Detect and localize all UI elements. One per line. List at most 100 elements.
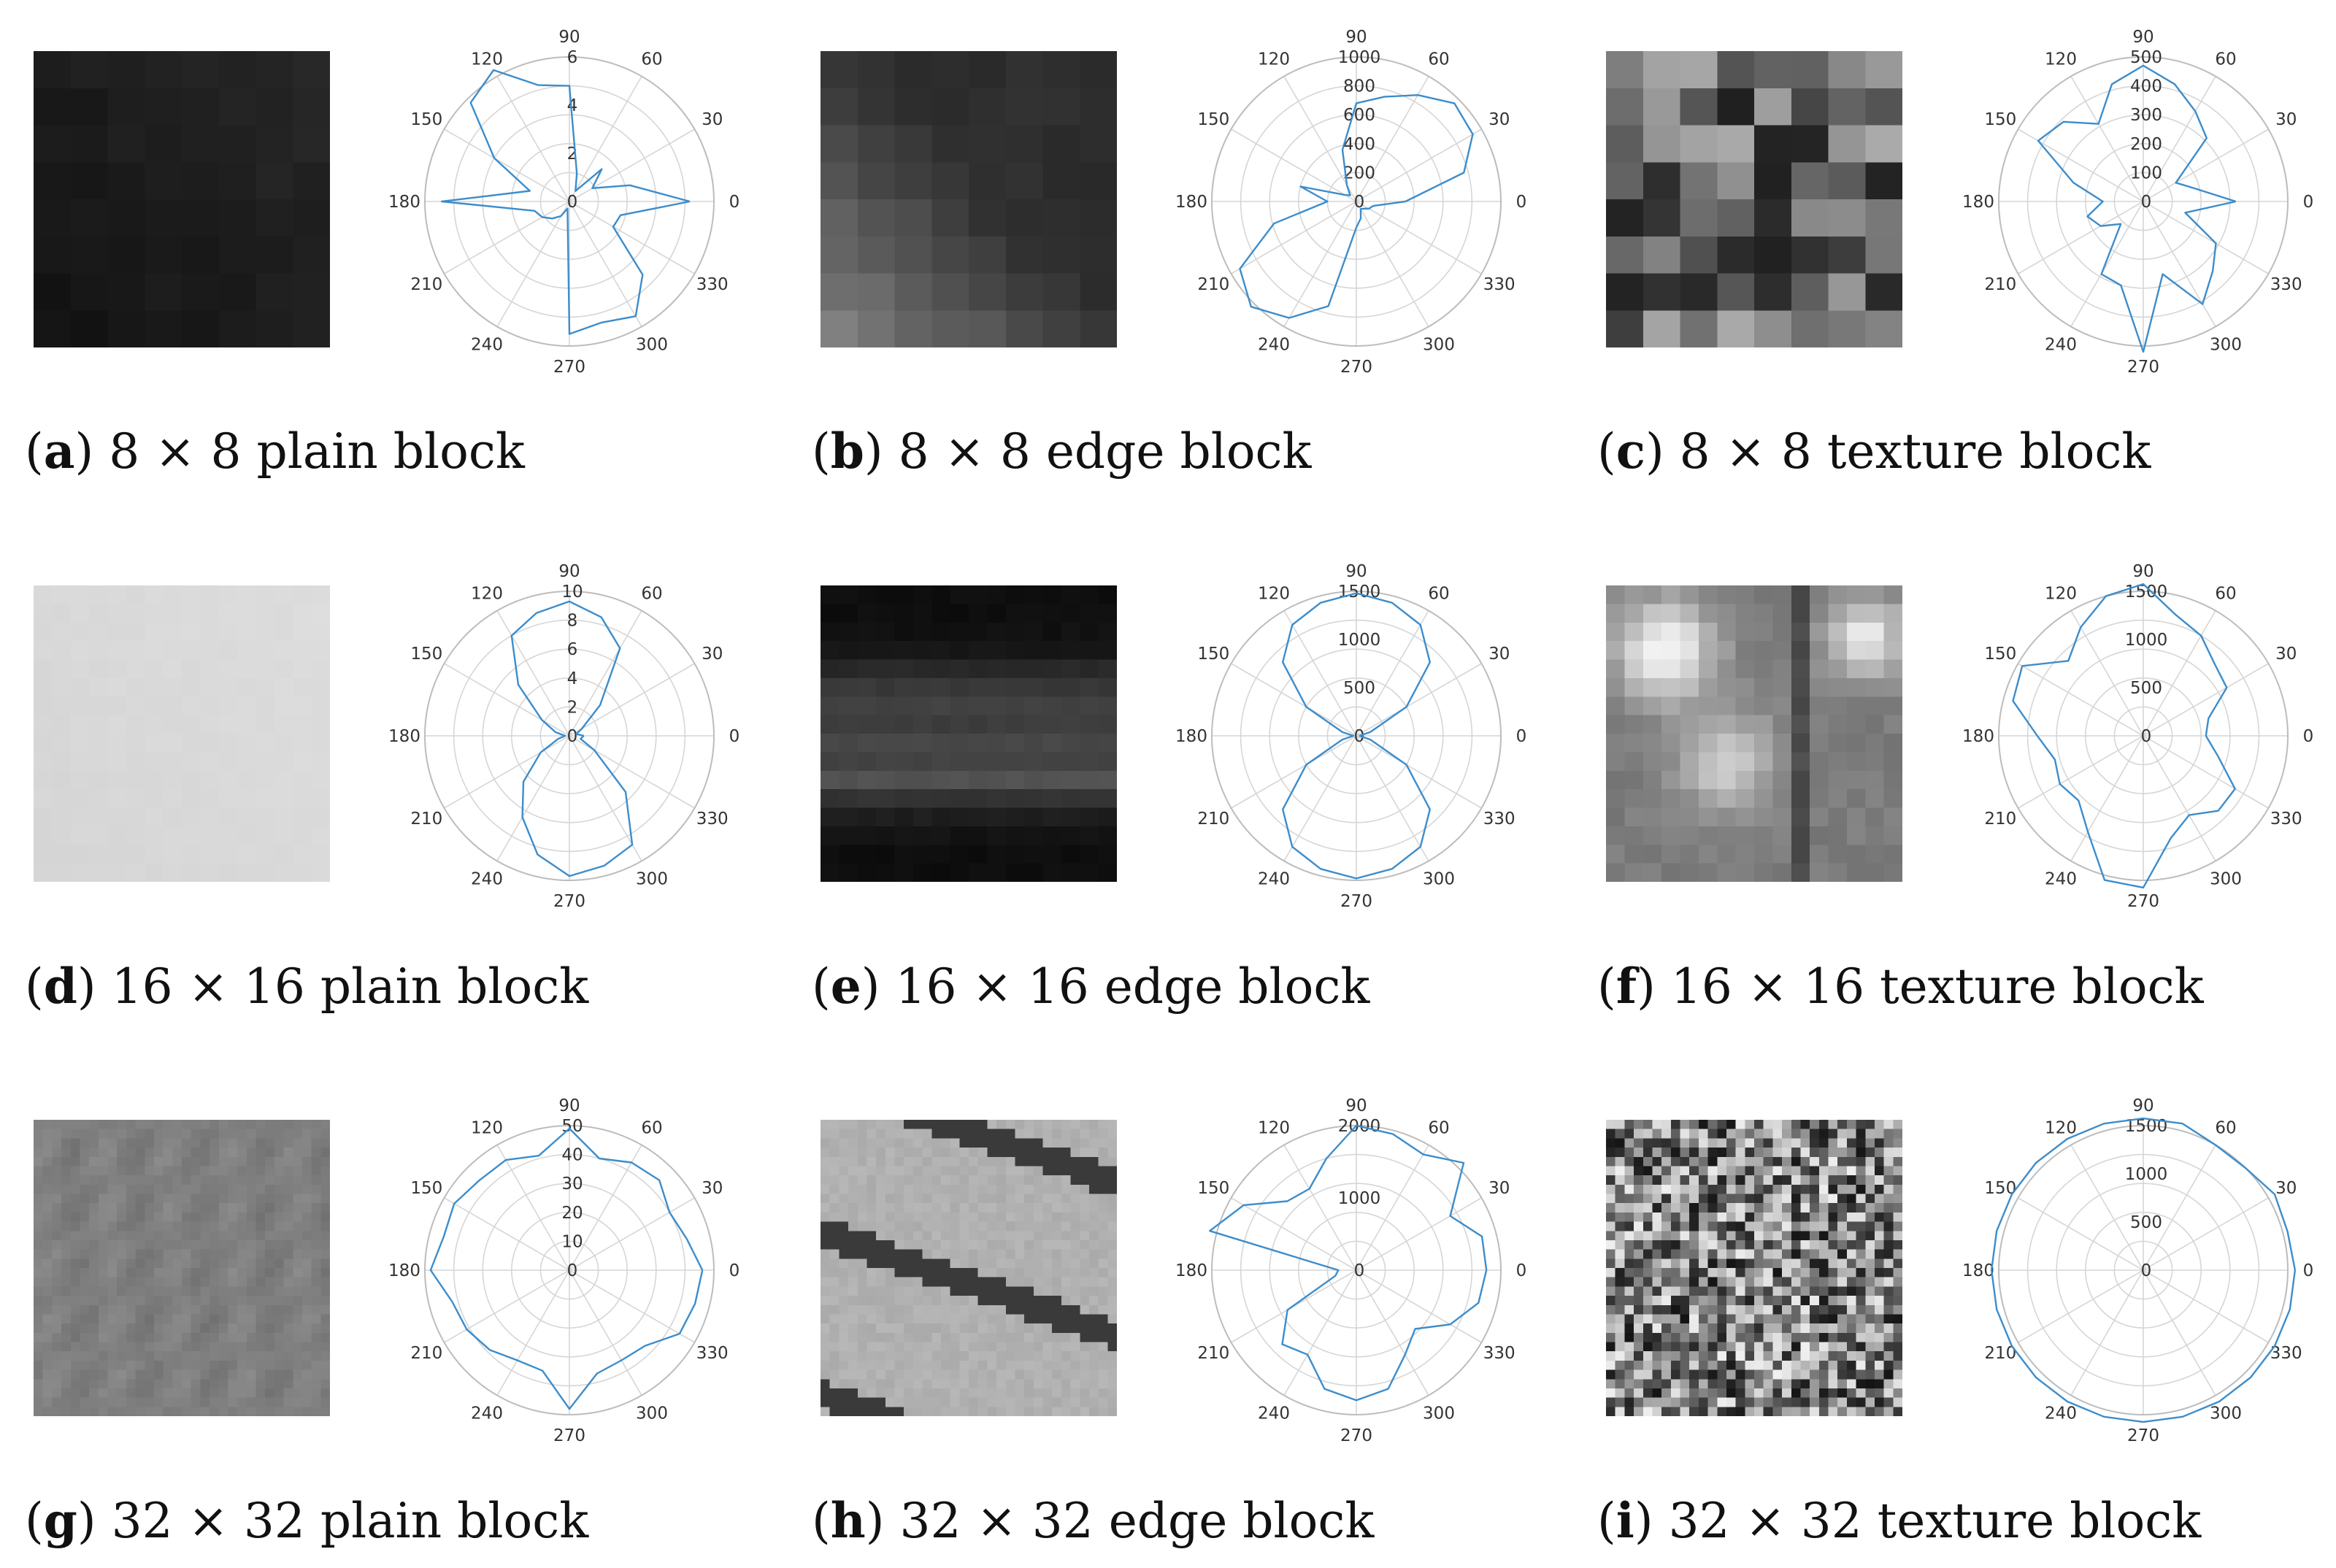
block-pixel xyxy=(1624,1342,1634,1352)
block-pixel xyxy=(1670,1203,1680,1213)
block-pixel xyxy=(1893,1156,1902,1167)
block-pixel xyxy=(1033,1175,1043,1185)
block-pixel xyxy=(200,1203,210,1213)
block-pixel xyxy=(34,752,53,772)
block-pixel xyxy=(1837,1369,1848,1380)
block-pixel xyxy=(34,604,53,623)
block-pixel xyxy=(1680,1194,1690,1204)
block-pixel xyxy=(1652,1268,1662,1277)
block-pixel xyxy=(228,1407,238,1416)
block-pixel xyxy=(70,1184,80,1194)
block-pixel xyxy=(959,1194,969,1204)
block-pixel xyxy=(283,1277,293,1287)
block-pixel xyxy=(126,1277,136,1287)
block-pixel xyxy=(931,1258,942,1269)
block-pixel xyxy=(922,1379,932,1389)
block-pixel xyxy=(1661,1129,1672,1139)
block-pixel xyxy=(821,1286,830,1296)
block-pixel xyxy=(107,199,146,237)
block-pixel xyxy=(940,1148,950,1158)
block-pixel xyxy=(70,236,109,274)
block-pixel xyxy=(1107,1184,1117,1194)
block-pixel xyxy=(182,199,220,237)
block-pixel xyxy=(1846,1360,1856,1370)
block-pixel xyxy=(117,1314,127,1324)
r-tick-label: 20 xyxy=(561,1204,583,1223)
block-pixel xyxy=(1052,1120,1062,1129)
block-pixel xyxy=(987,1156,997,1167)
block-pixel xyxy=(1846,1323,1856,1334)
block-pixel xyxy=(256,604,275,623)
block-pixel xyxy=(163,1138,173,1148)
block-pixel xyxy=(931,1351,942,1361)
block-pixel xyxy=(182,1175,191,1185)
block-pixel xyxy=(301,1323,312,1334)
block-pixel xyxy=(246,1212,256,1222)
block-pixel xyxy=(61,1258,72,1269)
polar-outer-ring xyxy=(424,591,715,881)
block-pixel xyxy=(52,1360,62,1370)
angular-gridline xyxy=(496,1145,570,1271)
block-pixel xyxy=(1033,1203,1043,1213)
block-pixel xyxy=(867,1388,877,1398)
block-pixel xyxy=(1080,1314,1090,1324)
block-pixel xyxy=(274,1314,284,1324)
block-pixel xyxy=(42,1286,53,1296)
block-pixel xyxy=(80,1203,90,1213)
block-pixel xyxy=(237,1286,247,1296)
angular-gridline xyxy=(2070,1269,2144,1396)
block-pixel xyxy=(1698,1148,1708,1158)
block-pixel xyxy=(126,1332,136,1342)
block-pixel xyxy=(1846,845,1866,864)
block-pixel xyxy=(34,1369,43,1380)
block-pixel xyxy=(1080,770,1099,790)
block-pixel xyxy=(867,1148,877,1158)
block-pixel xyxy=(274,1221,284,1231)
block-pixel xyxy=(950,1129,960,1139)
block-pixel xyxy=(950,1268,960,1277)
block-pixel xyxy=(191,1120,201,1129)
block-pixel xyxy=(311,1342,321,1352)
block-pixel xyxy=(191,1203,201,1213)
block-pixel xyxy=(52,1203,62,1213)
block-pixel xyxy=(1772,1277,1783,1287)
block-pixel xyxy=(821,1360,830,1370)
block-pixel xyxy=(191,1184,201,1194)
block-pixel xyxy=(293,1148,303,1158)
block-pixel xyxy=(1098,622,1117,642)
block-pixel xyxy=(1107,1268,1117,1277)
block-pixel xyxy=(839,770,858,790)
block-pixel xyxy=(182,622,201,642)
block-pixel xyxy=(867,1138,877,1148)
block-pixel xyxy=(1024,770,1044,790)
block-pixel xyxy=(1680,1323,1690,1334)
block-pixel xyxy=(1070,1342,1080,1352)
block-pixel xyxy=(61,1332,72,1342)
block-pixel xyxy=(1865,845,1885,864)
block-pixel xyxy=(135,1369,145,1380)
block-pixel xyxy=(1015,1323,1025,1334)
block-pixel xyxy=(1782,1268,1792,1277)
block-pixel xyxy=(52,1194,62,1204)
block-pixel xyxy=(1088,1240,1099,1250)
theta-tick-label: 210 xyxy=(410,810,442,829)
block-pixel xyxy=(1042,789,1062,809)
block-pixel xyxy=(969,622,988,642)
block-pixel xyxy=(293,1314,303,1324)
block-pixel xyxy=(228,1323,238,1334)
block-pixel xyxy=(283,1304,293,1315)
block-pixel xyxy=(182,273,220,312)
block-pixel xyxy=(931,715,951,734)
block-pixel xyxy=(904,1296,914,1306)
theta-tick-label: 60 xyxy=(641,1118,662,1137)
block-pixel xyxy=(1717,604,1737,623)
block-pixel xyxy=(940,1351,950,1361)
block-pixel xyxy=(922,1156,932,1167)
block-pixel xyxy=(1652,1175,1662,1185)
block-pixel xyxy=(1846,1407,1856,1416)
block-pixel xyxy=(1642,826,1662,845)
block-pixel xyxy=(894,585,914,604)
block-pixel xyxy=(1818,1221,1829,1231)
block-pixel xyxy=(218,604,238,623)
block-pixel xyxy=(237,1379,247,1389)
